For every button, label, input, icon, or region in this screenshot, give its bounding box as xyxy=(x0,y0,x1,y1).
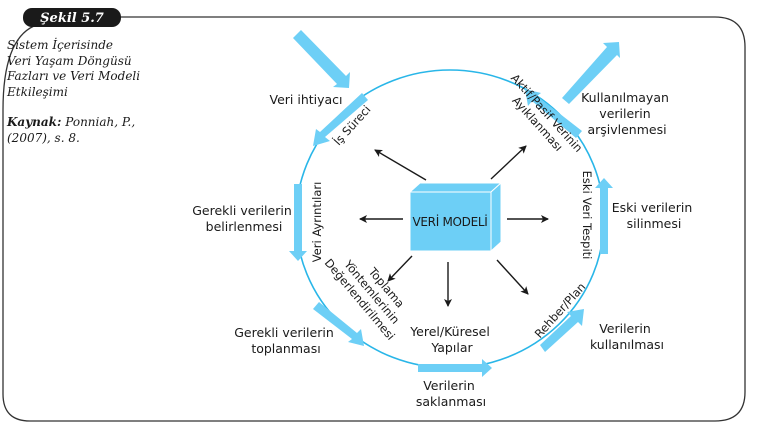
veri-ayrintilari-arrow-icon xyxy=(289,184,307,261)
caption-line: Fazları ve Veri Modeli xyxy=(7,69,141,83)
source-line: Kaynak: Ponniah, P., xyxy=(7,115,187,131)
caption-line: Etkileşimi xyxy=(7,84,68,99)
interaction-eski-veri-tespiti: Eski Veri Tespiti xyxy=(580,171,594,260)
arrow-to-aktif-pasif-icon xyxy=(490,145,527,180)
phase-verilerin-saklanmasi: Verilerin saklanması xyxy=(416,378,486,409)
outgoing-arrow-icon xyxy=(562,42,620,104)
arrow-to-rehber-plan-icon xyxy=(496,259,529,295)
figure-tag-label: Şekil 5.7 xyxy=(40,11,104,26)
figure-tag: Şekil 5.7 xyxy=(23,8,121,27)
caption-line: Sistem İçerisinde xyxy=(7,38,113,52)
phase-verilerin-kullanilmasi: Verilerin kullanılması xyxy=(590,321,664,352)
source-line-2: (2007), s. 8. xyxy=(7,130,80,145)
veri-ihtiyaci-arrow-icon xyxy=(313,93,368,146)
veri-modeli-label: VERİ MODELİ xyxy=(412,214,487,229)
figure-frame xyxy=(2,16,746,422)
lifecycle-arrows xyxy=(289,30,620,377)
source-label: Kaynak: xyxy=(7,115,62,129)
arrow-to-is-sureci-icon xyxy=(374,149,427,181)
toplama-arrow-icon xyxy=(313,302,364,346)
arrow-to-toplama-icon xyxy=(387,255,413,282)
phase-kullanilmayan: Kullanılmayan verilerin arşivlenmesi xyxy=(581,90,673,137)
phase-gerekli-belirlenmesi: Gerekli verilerin belirlenmesi xyxy=(192,203,295,234)
interaction-yerel-kuresel: Yerel/Küresel Yapılar xyxy=(409,324,494,355)
rehber-plan-arrow-icon xyxy=(540,309,584,352)
incoming-arrow-icon xyxy=(293,30,350,88)
phase-eski-silinmesi: Eski verilerin silinmesi xyxy=(612,200,696,231)
figure-caption: Sistem İçerisinde Veri Yaşam Döngüsü Faz… xyxy=(7,38,187,146)
interaction-veri-ayrintilari: Veri Ayrıntıları xyxy=(310,182,324,263)
eski-veri-arrow-icon xyxy=(595,178,613,254)
aktif-pasif-arrow-icon xyxy=(525,89,582,138)
veri-modeli-cube: VERİ MODELİ xyxy=(408,181,503,253)
model-arrows xyxy=(359,145,549,307)
phase-gerekli-toplanmasi: Gerekli verilerin toplanması xyxy=(234,325,337,356)
saklanma-arrow-icon xyxy=(418,359,492,377)
phase-veri-ihtiyaci: Veri ihtiyacı xyxy=(269,92,342,107)
caption-line: Veri Yaşam Döngüsü xyxy=(7,53,132,68)
source-text: Ponniah, P., xyxy=(65,115,136,129)
